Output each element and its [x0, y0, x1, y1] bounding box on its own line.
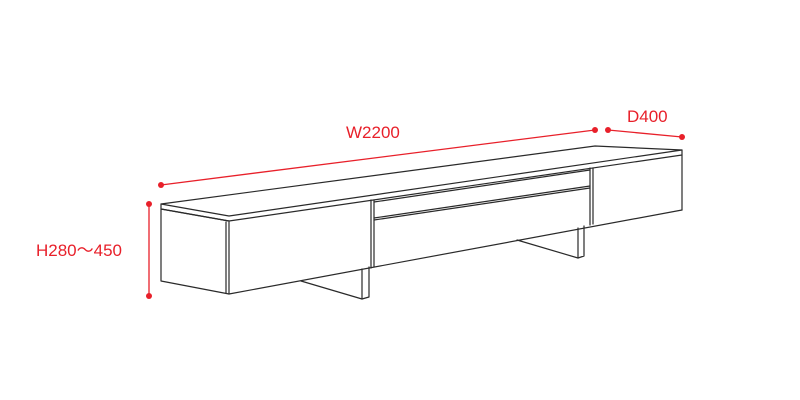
front-leg-left: [300, 266, 370, 300]
drawer-top-gap: [373, 169, 591, 203]
width-dimension-end-dot: [592, 127, 598, 133]
width-dimension-line: [160, 129, 596, 186]
height-dimension-label: H280～450: [36, 241, 122, 260]
top-surface: [160, 145, 683, 217]
back-leg-right: [516, 225, 585, 259]
tv-board-drawing: [160, 145, 683, 300]
height-dimension-top-dot: [146, 201, 152, 207]
dimension-lines: [146, 127, 685, 299]
depth-dimension-label: D400: [627, 107, 668, 126]
depth-dimension-line: [607, 129, 683, 138]
top-front-edge: [160, 149, 683, 222]
depth-dimension-start-dot: [605, 127, 611, 133]
width-dimension-start-dot: [158, 182, 164, 188]
width-dimension-label: W2200: [346, 123, 400, 142]
drawer-middle-gap-2: [373, 187, 591, 221]
front-bottom-edge: [228, 209, 683, 295]
left-end-face: [160, 208, 230, 295]
drawer-middle-gap: [373, 185, 591, 219]
depth-dimension-end-dot: [679, 134, 685, 140]
height-dimension-bottom-dot: [146, 293, 152, 299]
